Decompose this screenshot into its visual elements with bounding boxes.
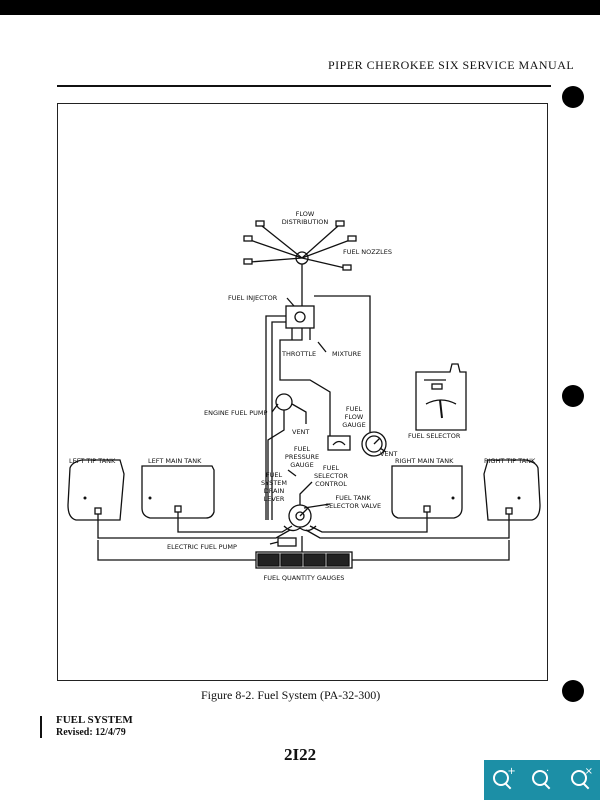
label-fuel-quantity-gauges: FUEL QUANTITY GAUGES <box>264 574 345 582</box>
label-vent-lower: VENT <box>380 450 397 458</box>
binder-hole-top <box>562 86 584 108</box>
page-number: 2I22 <box>284 745 317 764</box>
label-vent-upper: VENT <box>292 428 309 436</box>
label-fuel-tank-selector-valve-1: FUEL TANK <box>335 494 371 502</box>
label-electric-fuel-pump: ELECTRIC FUEL PUMP <box>167 543 237 551</box>
footer-section-title: FUEL SYSTEM <box>56 714 133 726</box>
label-fuel-injector: FUEL INJECTOR <box>228 294 278 302</box>
viewer-top-bar <box>0 0 600 15</box>
footer-revision-bar <box>40 716 42 738</box>
label-right-main-tank: RIGHT MAIN TANK <box>395 457 454 465</box>
label-fuel-system-drain-lever-2: SYSTEM <box>261 479 287 487</box>
label-fuel-selector-control-3: CONTROL <box>315 480 347 488</box>
label-flow-distribution-2: DISTRIBUTION <box>282 218 329 226</box>
label-fuel-flow-gauge-3: GAUGE <box>342 421 365 429</box>
header-rule <box>57 85 551 87</box>
footer-revised-date: Revised: 12/4/79 <box>56 727 126 738</box>
zoom-reset-icon[interactable]: · <box>529 766 555 793</box>
label-fuel-pressure-gauge-3: GAUGE <box>290 461 313 469</box>
label-fuel-system-drain-lever-3: DRAIN <box>264 487 285 495</box>
binder-hole-bottom <box>562 680 584 702</box>
binder-hole-middle <box>562 385 584 407</box>
label-throttle: THROTTLE <box>281 350 316 358</box>
label-fuel-flow-gauge-1: FUEL <box>346 405 363 413</box>
right-main-tank <box>391 465 463 519</box>
label-fuel-selector-control-1: FUEL <box>323 464 340 472</box>
left-main-tank <box>141 465 215 519</box>
figure-frame <box>57 103 548 681</box>
engine-fuel-pump <box>275 393 293 411</box>
electric-fuel-pump <box>277 537 297 547</box>
label-fuel-pressure-gauge-2: PRESSURE <box>285 453 319 461</box>
label-left-tip-tank: LEFT TIP TANK <box>69 457 116 465</box>
label-fuel-flow-gauge-2: FLOW <box>345 413 364 421</box>
figure-caption: Figure 8-2. Fuel System (PA-32-300) <box>201 688 381 702</box>
label-engine-fuel-pump: ENGINE FUEL PUMP <box>204 409 268 417</box>
label-flow-distribution-1: FLOW <box>296 210 315 218</box>
label-fuel-nozzles: FUEL NOZZLES <box>343 248 392 256</box>
label-fuel-system-drain-lever-4: LEVER <box>264 495 285 503</box>
fuel-selector-panel <box>415 363 467 431</box>
right-tip-tank <box>483 459 541 521</box>
manual-title: PIPER CHEROKEE SIX SERVICE MANUAL <box>328 58 575 72</box>
label-fuel-selector-control-2: SELECTOR <box>314 472 349 480</box>
zoom-toolbar: + · × <box>484 760 600 800</box>
label-fuel-tank-selector-valve-2: SELECTOR VALVE <box>325 502 381 510</box>
fuel-pressure-gauge <box>327 435 351 451</box>
label-fuel-pressure-gauge-1: FUEL <box>294 445 311 453</box>
left-tip-tank <box>67 459 125 521</box>
fuel-injector-body <box>285 305 315 329</box>
label-fuel-selector: FUEL SELECTOR <box>408 432 461 440</box>
zoom-out-icon[interactable]: × <box>568 766 594 793</box>
label-right-tip-tank: RIGHT TIP TANK <box>484 457 536 465</box>
label-mixture: MIXTURE <box>332 350 361 358</box>
label-fuel-system-drain-lever-1: FUEL <box>266 471 283 479</box>
label-left-main-tank: LEFT MAIN TANK <box>148 457 202 465</box>
zoom-in-icon[interactable]: + <box>490 766 516 793</box>
